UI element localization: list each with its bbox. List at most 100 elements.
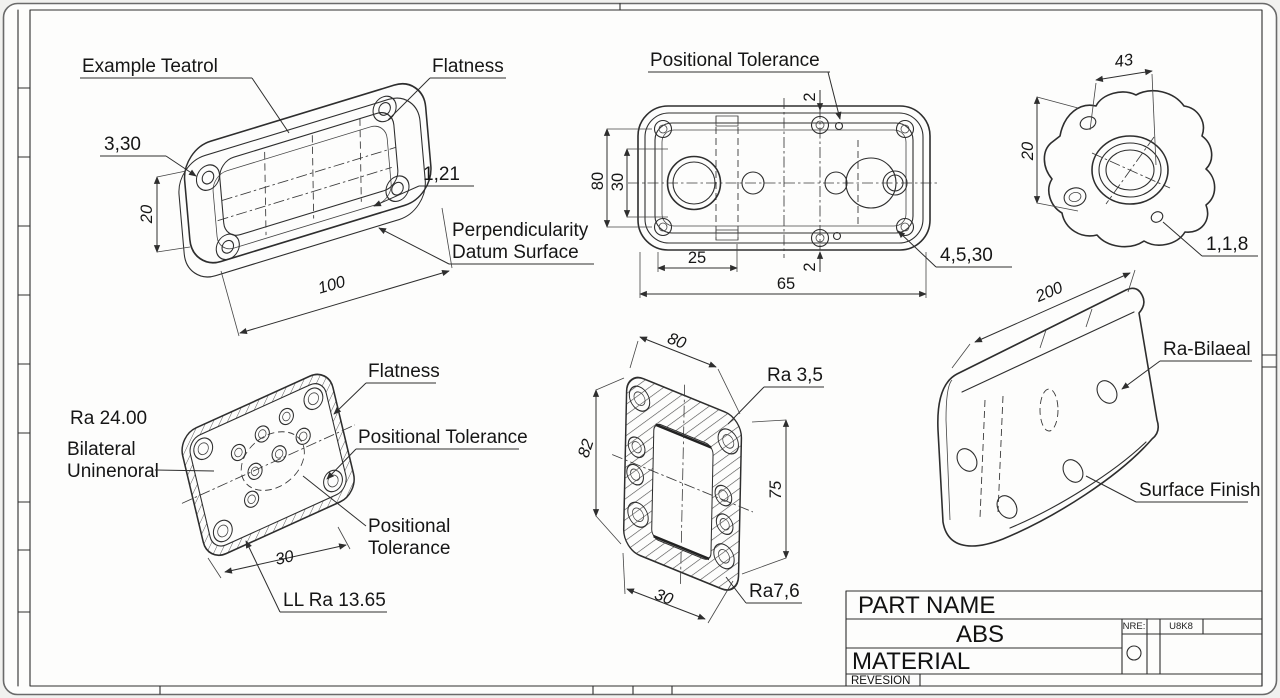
uninenoral-text: Uninenoral [67, 461, 159, 482]
zone-ticks-left [17, 87, 31, 613]
frame-holes [626, 385, 739, 570]
dim-121: 1,21 [373, 164, 474, 207]
positional-text: Positional [368, 516, 450, 537]
dim-30-v2-text: 30 [609, 173, 627, 191]
dim-43-text: 43 [1113, 51, 1135, 72]
label-example-teatrol: Example Teatrol [80, 56, 290, 134]
dim-20-v3-text: 20 [1019, 141, 1037, 161]
view-saddle: 200 Ra-Bilaeal Surface Finish [937, 269, 1260, 547]
plan-corner-holes [653, 119, 915, 237]
dim-118-text: 1,1,8 [1206, 234, 1248, 255]
label-pos-tol-v2: Positional Tolerance [648, 50, 842, 120]
dim-80-v5: 80 [629, 329, 741, 415]
revision-label: REVESION [851, 675, 910, 687]
frame-hatch [623, 377, 742, 590]
iso-tray-body [178, 83, 432, 278]
dim-20-v1: 20 [138, 170, 191, 253]
bilateral-text: Bilateral [67, 439, 136, 460]
dim-75-text: 75 [767, 480, 785, 499]
tray-corner-holes [195, 95, 410, 261]
flange-hatched-face [1043, 90, 1216, 248]
dim-80-v2-text: 80 [589, 172, 607, 190]
flatness-v1-text: Flatness [432, 56, 504, 77]
dim-2-bottom-text: 2 [801, 262, 819, 271]
plate-hatch-rim [182, 374, 355, 556]
dim-330: 3,30 [100, 134, 197, 177]
dim-43: 43 [1089, 51, 1157, 166]
stamp-cell-2: U8K8 [1169, 621, 1193, 632]
view-plan: Positional Tolerance 80 30 25 65 [589, 50, 1012, 298]
flatness-v4-text: Flatness [368, 361, 440, 382]
part-name-value: ABS [956, 621, 1004, 648]
pos-tol-v4-text: Positional Tolerance [358, 427, 528, 448]
label-pos-tol-v4: Positional Tolerance [326, 427, 528, 480]
dim-20-v3: 20 [1019, 96, 1079, 212]
label-bilateral: Bilateral Uninenoral [67, 439, 215, 482]
material-label: MATERIAL [852, 648, 970, 675]
plan-bores [666, 155, 908, 211]
saddle-outline [937, 287, 1159, 547]
datum-surface-text: Datum Surface [452, 242, 579, 263]
plan-small-holes [810, 115, 844, 248]
title-block: PART NAME ABS MATERIAL REVESION NRE: U8K… [845, 590, 1263, 687]
dim-2-top-text: 2 [801, 92, 819, 101]
dim-65: 65 [639, 252, 927, 298]
dim-82-text: 82 [575, 437, 598, 460]
dim-30-v2: 30 [609, 148, 668, 218]
dim-82: 82 [575, 377, 625, 545]
dim-80-v2: 80 [589, 128, 652, 228]
iso-frame-body [612, 376, 753, 591]
ra-bilaeal-text: Ra-Bilaeal [1163, 339, 1251, 360]
dim-30-v5-text: 30 [652, 585, 676, 609]
stamp-cell-1: NRE: [1123, 621, 1146, 632]
dim-25-text: 25 [688, 249, 706, 267]
dim-80-v5-text: 80 [665, 329, 689, 353]
tolerance-text: Tolerance [368, 538, 450, 559]
title-block-stamp-circle [1126, 645, 1142, 661]
label-llra: LL Ra 13.65 [245, 540, 387, 613]
view-flange-section: 43 20 1,1,8 [1019, 51, 1258, 257]
zone-ticks-bottom [159, 685, 673, 695]
label-flatness-v4: Flatness [333, 361, 440, 415]
view-iso-plate: Ra 24.00 Bilateral Uninenoral Flatness P… [67, 361, 528, 613]
perpendicularity-text: Perpendicularity [452, 220, 589, 241]
label-surface-finish: Surface Finish [1085, 475, 1260, 503]
saddle-holes [956, 380, 1118, 519]
dim-30-v5: 30 [622, 552, 734, 624]
label-ra76: Ra7,6 [725, 576, 802, 604]
dim-118: 1,1,8 [1162, 221, 1258, 257]
view-iso-frame: 80 82 Ra 3,5 75 30 Ra7,6 [575, 329, 824, 624]
zone-ticks-right [1261, 354, 1277, 368]
plate-corner-holes [193, 387, 343, 543]
dim-121-text: 1,21 [423, 164, 460, 185]
pos-tol-v2-text: Positional Tolerance [650, 50, 820, 71]
dim-20-v1-text: 20 [138, 204, 156, 224]
dim-2-top: 2 [801, 90, 824, 111]
example-teatrol-text: Example Teatrol [82, 56, 218, 77]
ra35-text: Ra 3,5 [767, 365, 823, 386]
surface-finish-text: Surface Finish [1139, 480, 1260, 501]
iso-plate-body [181, 373, 356, 557]
dim-75: 75 [741, 419, 790, 575]
llra-text: LL Ra 13.65 [283, 590, 386, 611]
label-ra-bilaeal: Ra-Bilaeal [1121, 339, 1252, 390]
label-flatness-v1: Flatness [387, 56, 506, 121]
plate-inner-holes [230, 407, 311, 508]
dim-4530: 4,5,30 [897, 230, 1012, 268]
view-iso-tray: Example Teatrol Flatness 3,30 20 1,21 Pe… [80, 56, 594, 337]
dim-25: 25 [657, 244, 738, 272]
dim-30-v4-text: 30 [274, 547, 297, 569]
dim-330-text: 3,30 [104, 134, 141, 155]
part-name-label: PART NAME [858, 592, 995, 619]
ra-2400-text: Ra 24.00 [70, 408, 147, 429]
dim-2-bottom: 2 [801, 251, 824, 272]
plan-body [628, 98, 938, 258]
dim-4530-text: 4,5,30 [940, 245, 993, 266]
label-perpendicularity: Perpendicularity Datum Surface [378, 220, 594, 265]
label-ra35: Ra 3,5 [727, 365, 824, 425]
ra76-text: Ra7,6 [749, 581, 800, 602]
label-pos-tol2-v4: Positional Tolerance [302, 475, 450, 559]
dim-30-v4: 30 [207, 526, 351, 579]
